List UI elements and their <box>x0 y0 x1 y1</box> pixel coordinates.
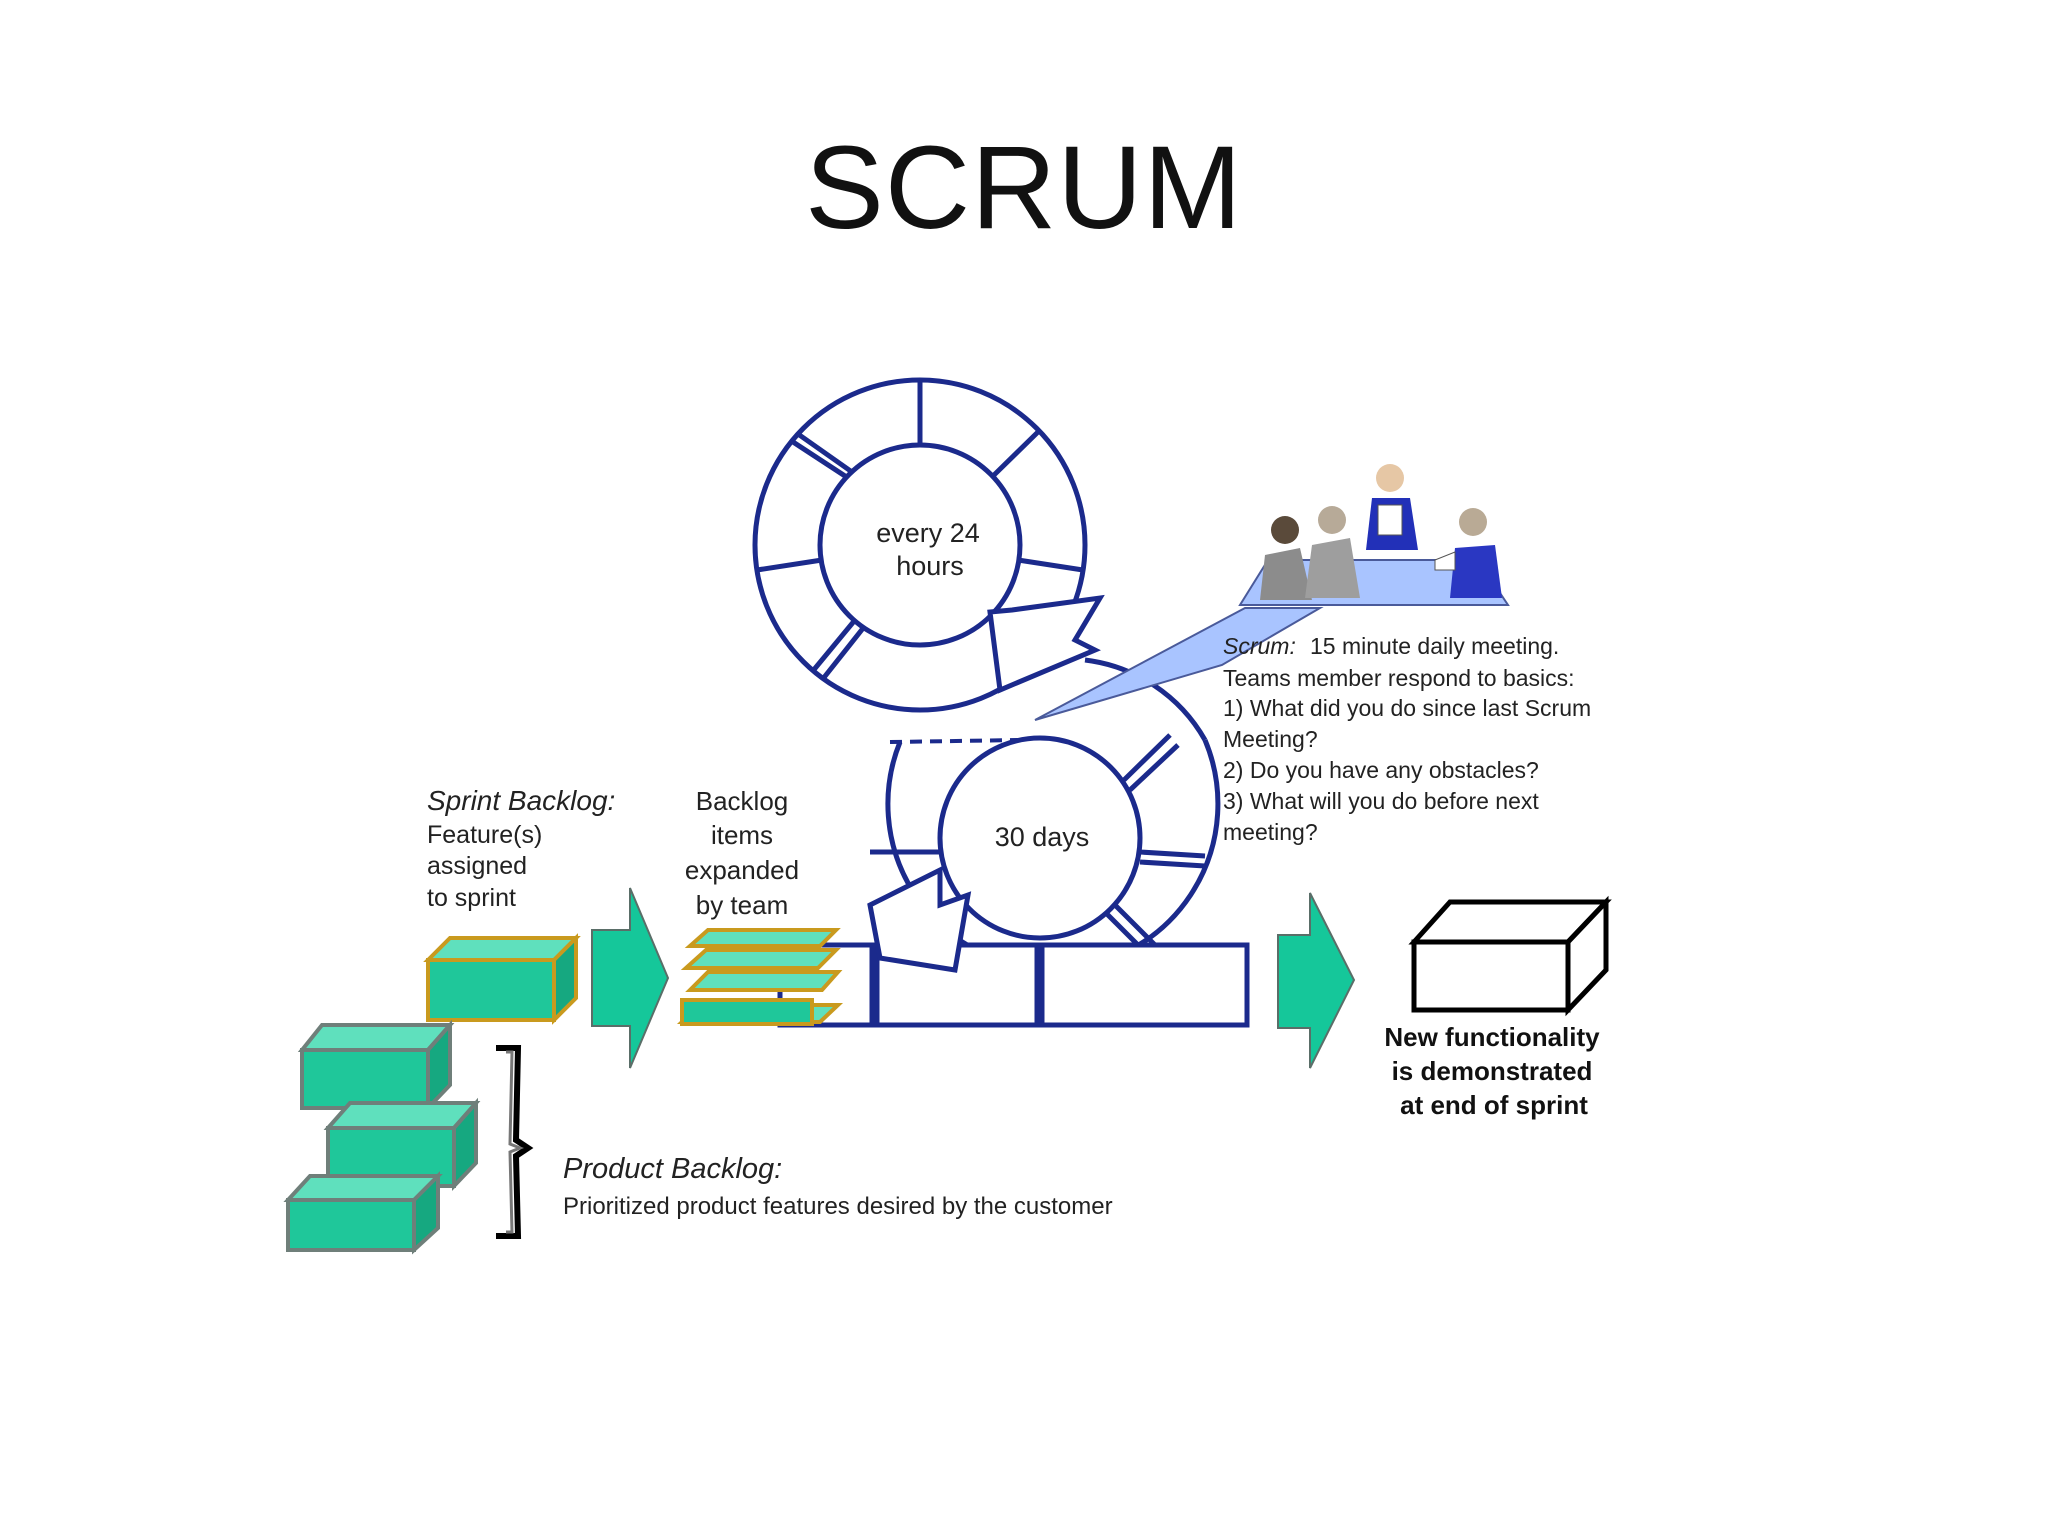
scrum-meeting-line-4: 2) Do you have any obstacles? <box>1223 757 1539 783</box>
result-box <box>1408 895 1612 1017</box>
scrum-meeting-text: Scrum: 15 minute daily meeting. Teams me… <box>1223 633 1591 845</box>
scrum-meeting-line-3: Meeting? <box>1223 726 1318 752</box>
slide-title: SCRUM <box>805 122 1243 254</box>
product-backlog-description: Prioritized product features desired by … <box>563 1193 1113 1220</box>
sprint-backlog-box <box>423 933 581 1025</box>
sprint-backlog-line-0: Feature(s) <box>427 821 542 849</box>
daily-cycle-label-2: hours <box>896 551 964 581</box>
scrum-meeting-line-2: 1) What did you do since last Scrum <box>1223 695 1591 721</box>
product-backlog-label: Product Backlog: Prioritized product fea… <box>563 1153 1113 1220</box>
product-backlog-brace <box>496 1045 534 1239</box>
result-line-1: is demonstrated <box>1392 1056 1593 1086</box>
backlog-items-line-3: by team <box>696 890 789 920</box>
scrum-meeting-line-0: 15 minute daily meeting. <box>1310 633 1559 659</box>
sprint-backlog-line-1: assigned <box>427 852 527 880</box>
sprint-cycle-ring: 30 days <box>777 657 1250 1028</box>
flow-arrow-1 <box>591 887 670 1069</box>
scrum-meeting-line-6: meeting? <box>1223 819 1318 845</box>
sprint-backlog-line-2: to sprint <box>427 884 516 912</box>
sprint-backlog-heading: Sprint Backlog: <box>427 785 615 816</box>
flow-arrow-2 <box>1277 892 1356 1069</box>
callout-wedge <box>1034 607 1324 721</box>
sprint-backlog-label: Sprint Backlog: Feature(s) assigned to s… <box>427 785 615 912</box>
backlog-items-line-1: items <box>711 820 773 850</box>
scrum-meeting-heading: Scrum: <box>1223 633 1296 659</box>
result-line-2: at end of sprint <box>1400 1090 1588 1120</box>
backlog-items-line-2: expanded <box>685 855 799 885</box>
backlog-items-stack <box>676 928 844 1026</box>
product-backlog-stack <box>283 1019 481 1255</box>
meeting-illustration <box>1034 464 1510 721</box>
result-line-0: New functionality <box>1384 1022 1600 1052</box>
backlog-items-line-0: Backlog <box>696 786 789 816</box>
result-label: New functionality is demonstrated at end… <box>1384 1022 1600 1120</box>
product-backlog-heading: Product Backlog: <box>563 1153 782 1185</box>
scrum-meeting-line-5: 3) What will you do before next <box>1223 788 1539 814</box>
daily-cycle-ring: every 24 hours <box>752 377 1105 713</box>
daily-cycle-label-1: every 24 <box>876 518 980 548</box>
sprint-cycle-label: 30 days <box>995 822 1090 852</box>
backlog-items-label: Backlog items expanded by team <box>685 786 799 920</box>
scrum-meeting-line-1: Teams member respond to basics: <box>1223 665 1575 691</box>
